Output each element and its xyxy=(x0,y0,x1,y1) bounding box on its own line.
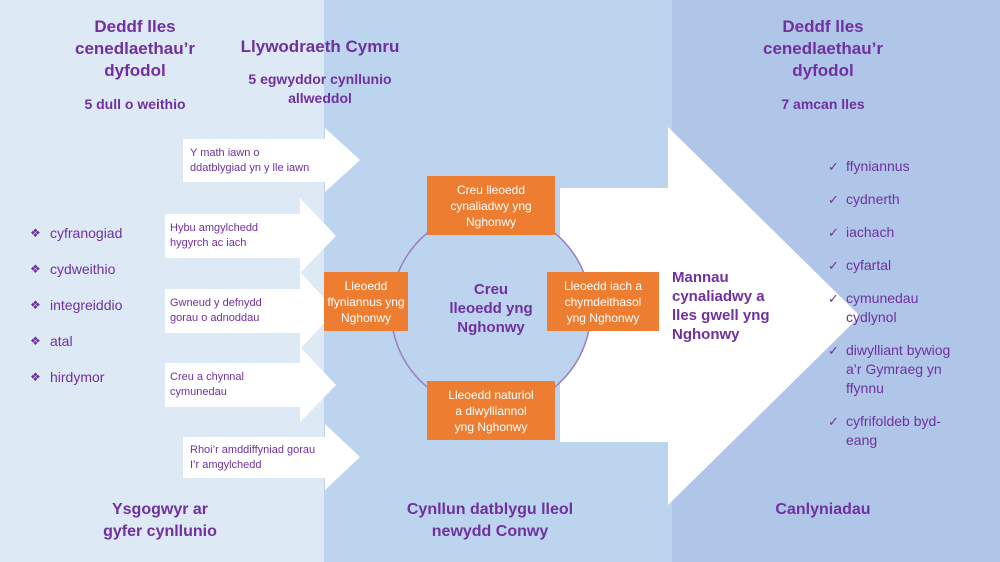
left-bottom-label: Ysgogwyr ar gyfer cynllunio xyxy=(103,501,217,540)
check-icon: ✓ xyxy=(828,291,839,306)
right-bottom-label: Canlyniadau xyxy=(775,501,871,518)
diamond-bullet-icon: ❖ xyxy=(30,334,41,348)
diamond-bullet-icon: ❖ xyxy=(30,262,41,276)
way-of-working-label: hirdymor xyxy=(50,369,105,385)
principle-label-2: Hybu amgylchedd hygyrch ac iach xyxy=(170,222,259,249)
well-being-goals-list: ✓ ffyniannus ✓ cydnerth ✓ iachach ✓ cyfartal… xyxy=(828,157,988,464)
middle-title: Llywodraeth Cymru xyxy=(240,37,400,56)
way-of-working-label: cydweithio xyxy=(50,261,116,277)
principle-label-5: Rhoi’r amddiffyniad gorau I’r amgylchedd xyxy=(190,444,316,471)
big-arrow-label: Mannau cynaliadwy a lles gwell yng Nghon… xyxy=(672,269,770,343)
principle-arrow-5 xyxy=(183,424,360,490)
right-title: Deddf lles cenedlaethau’r dyfodol xyxy=(763,17,883,80)
way-of-working-label: cyfranogiad xyxy=(50,225,123,241)
middle-bottom-label: Cynllun datblygu lleol newydd Conwy xyxy=(406,501,574,540)
check-icon: ✓ xyxy=(828,258,839,273)
box-sustainable-places: Creu lleoedd cynaliadwy yng Nghonwy xyxy=(427,176,555,235)
principle-label-3: Gwneud y defnydd gorau o adnoddau xyxy=(170,297,262,324)
goal-label: cyfartal xyxy=(846,257,892,273)
box-natural-cultural-places: Lleoedd naturiol a diwylliannol yng Ngho… xyxy=(427,381,555,440)
ways-of-working-list: ❖ cyfranogiad ❖ cydweithio ❖ integreiddio ❖… xyxy=(30,224,122,404)
list-item: ✓ ffyniannus xyxy=(828,157,988,176)
list-item: ❖ hirdymor xyxy=(30,368,122,404)
list-item: ❖ cydweithio xyxy=(30,260,122,296)
list-item: ✓ cymunedau cydlynol xyxy=(828,289,988,327)
way-of-working-label: integreiddio xyxy=(50,297,123,313)
diamond-bullet-icon: ❖ xyxy=(30,298,41,312)
box-prosperous-places: Lleoedd ffyniannus yng Nghonwy xyxy=(324,272,408,331)
principle-label-1: Y math iawn o ddatblygiad yn y lle iawn xyxy=(190,147,310,174)
list-item: ✓ cyfartal xyxy=(828,256,988,275)
check-icon: ✓ xyxy=(828,159,839,174)
right-subtitle: 7 amcan lles xyxy=(781,96,865,112)
big-arrow xyxy=(560,127,860,505)
list-item: ✓ cyfrifoldeb byd- eang xyxy=(828,412,988,450)
principle-arrow-2 xyxy=(165,198,336,273)
list-item: ✓ cydnerth xyxy=(828,190,988,209)
list-item: ✓ diwylliant bywiog a’r Gymraeg yn ffynnu xyxy=(828,341,988,398)
goal-label: iachach xyxy=(846,224,895,240)
goal-label: cydnerth xyxy=(846,191,900,207)
left-subtitle: 5 dull o weithio xyxy=(84,96,186,112)
list-item: ✓ iachach xyxy=(828,223,988,242)
middle-subtitle: 5 egwyddor cynllunio allweddol xyxy=(248,71,392,106)
goal-label: cyfrifoldeb byd- eang xyxy=(846,413,941,448)
list-item: ❖ integreiddio xyxy=(30,296,122,332)
circle-center-label: Creu lleoedd yng Nghonwy xyxy=(449,281,533,336)
principle-arrow-3 xyxy=(165,272,336,349)
check-icon: ✓ xyxy=(828,192,839,207)
diamond-bullet-icon: ❖ xyxy=(30,370,41,384)
principle-arrow-1 xyxy=(183,128,360,192)
list-item: ❖ cyfranogiad xyxy=(30,224,122,260)
principle-arrow-4 xyxy=(165,347,336,422)
check-icon: ✓ xyxy=(828,343,839,358)
goal-label: cymunedau cydlynol xyxy=(846,290,919,325)
list-item: ❖ atal xyxy=(30,332,122,368)
left-title: Deddf lles cenedlaethau’r dyfodol xyxy=(75,17,195,80)
diamond-bullet-icon: ❖ xyxy=(30,226,41,240)
principle-label-4: Creu a chynnal cymunedau xyxy=(170,371,244,398)
check-icon: ✓ xyxy=(828,414,839,429)
goal-label: diwylliant bywiog a’r Gymraeg yn ffynnu xyxy=(846,342,951,396)
check-icon: ✓ xyxy=(828,225,839,240)
way-of-working-label: atal xyxy=(50,333,73,349)
goal-label: ffyniannus xyxy=(846,158,910,174)
box-healthy-social-places: Lleoedd iach a chymdeithasol yng Nghonwy xyxy=(547,272,659,331)
